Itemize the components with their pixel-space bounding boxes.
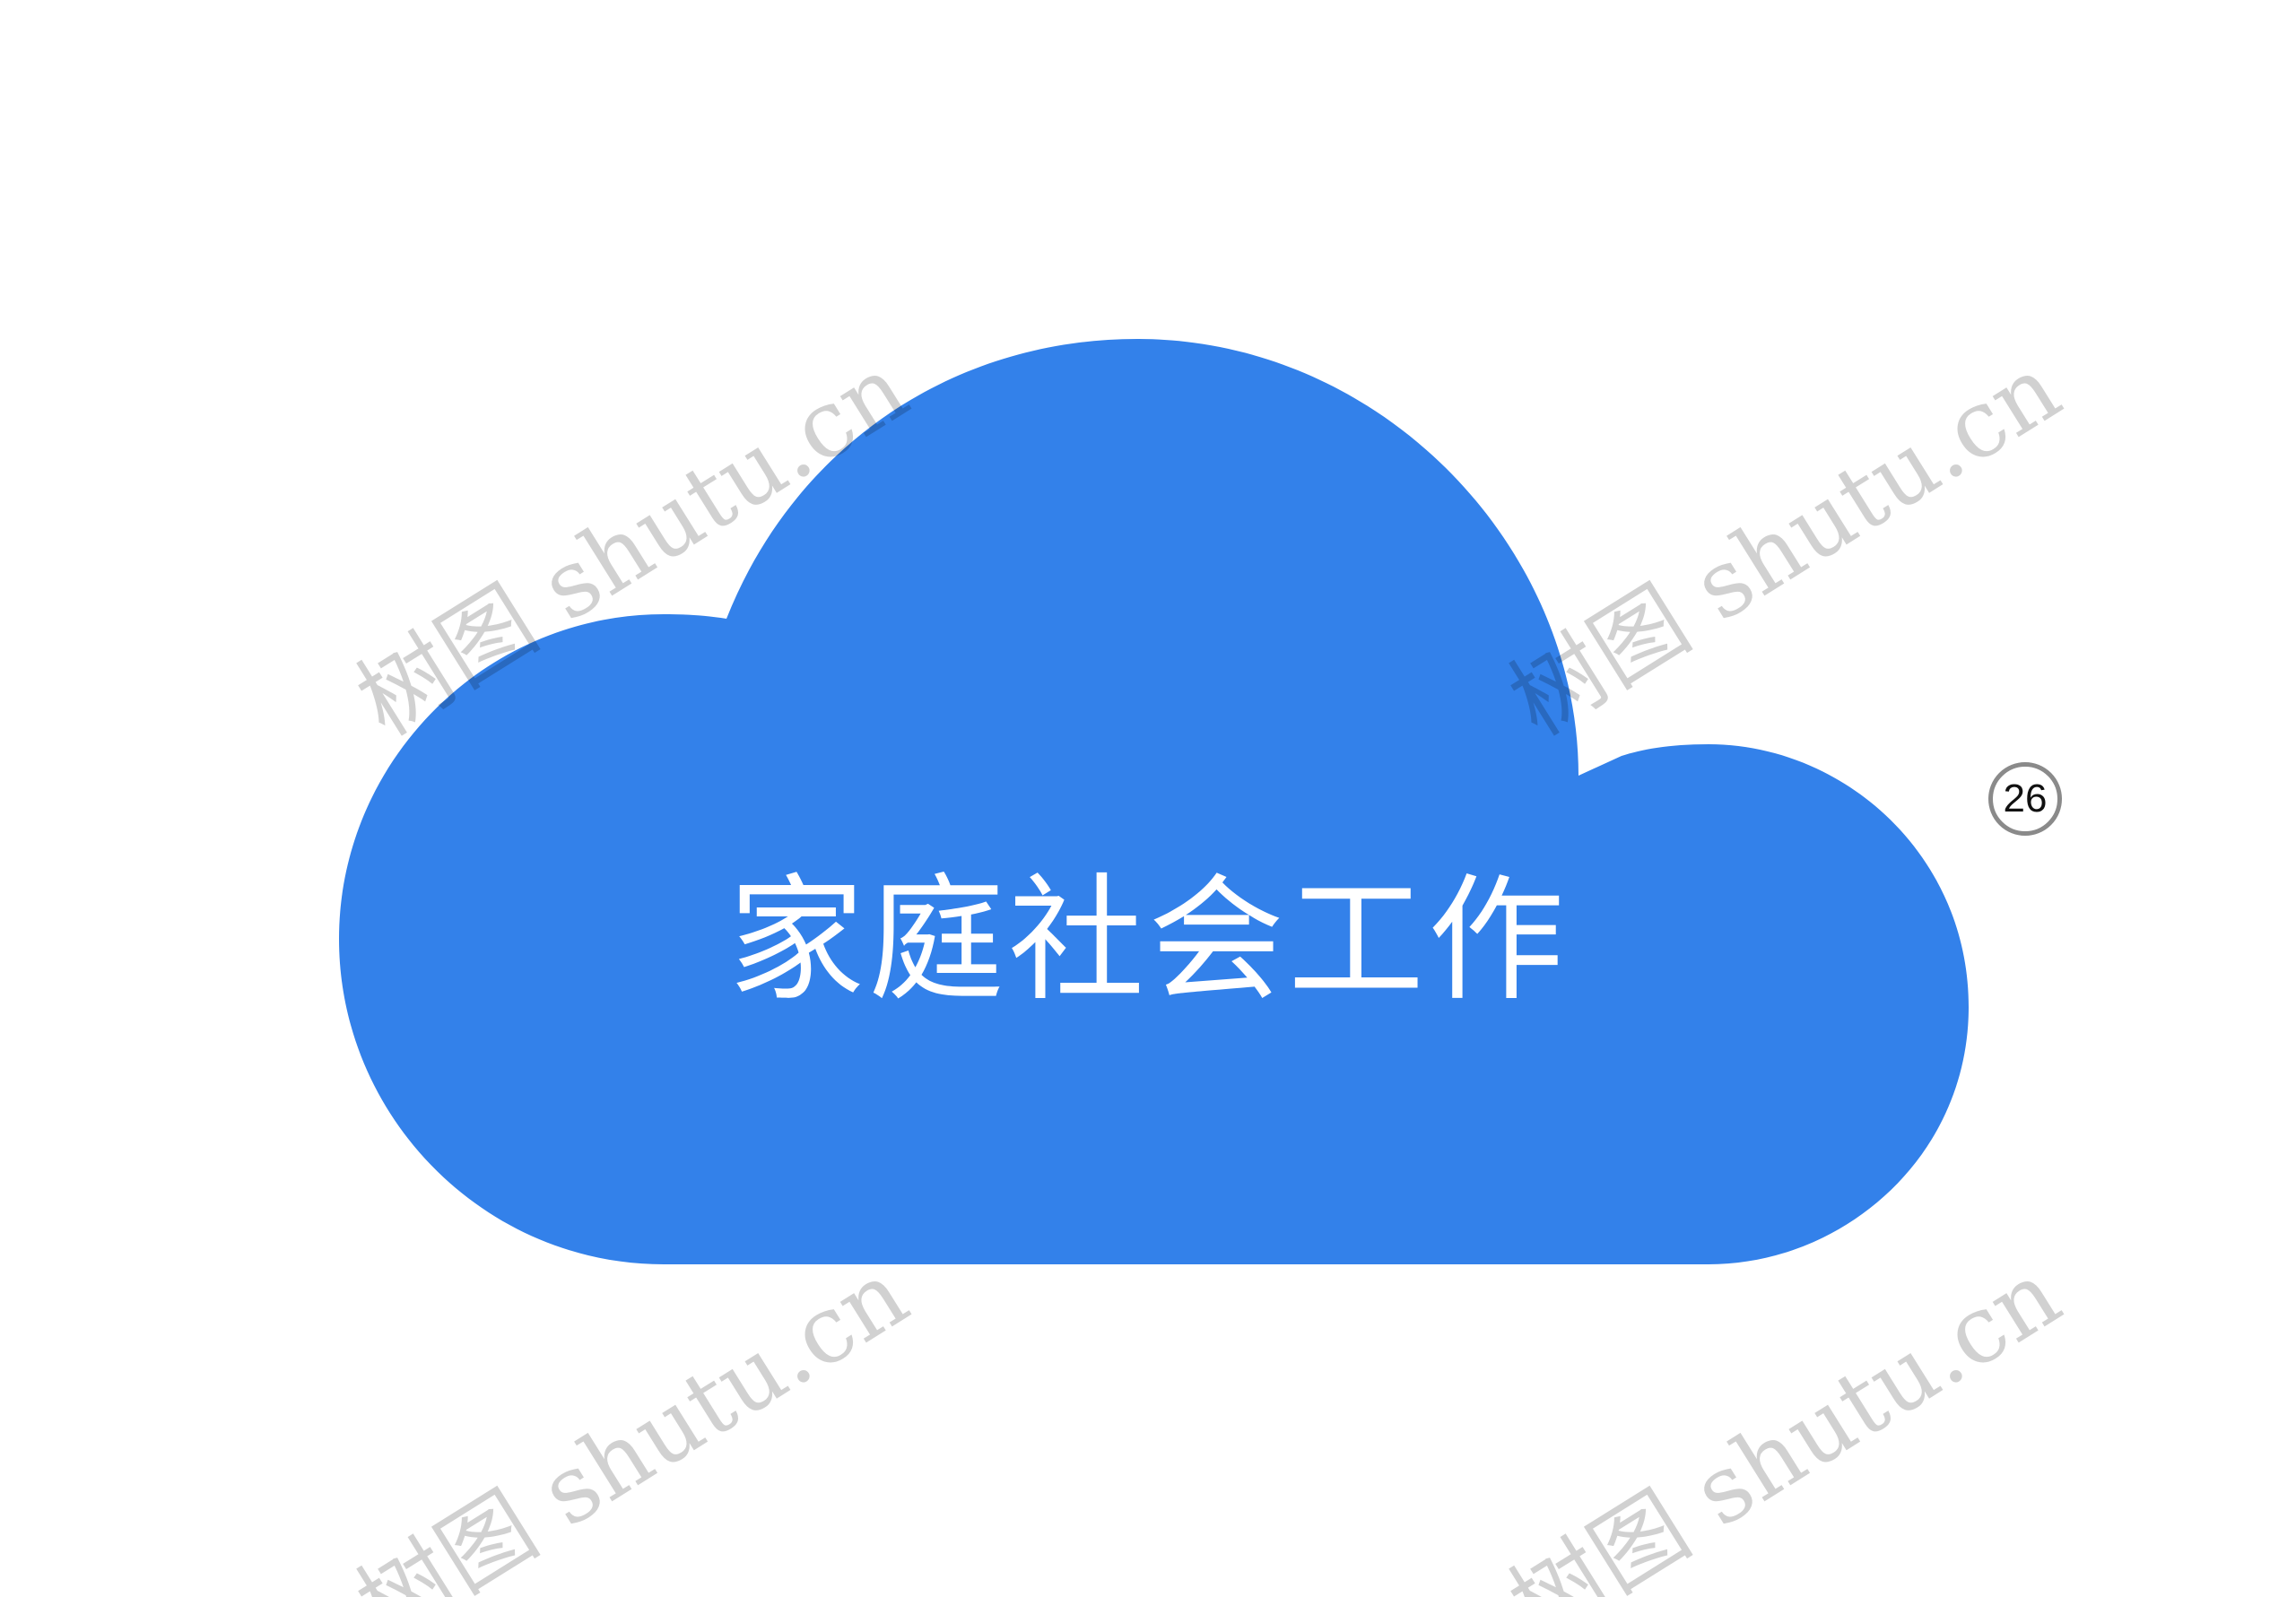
cloud-shape-path xyxy=(339,339,1969,1264)
badge-number: 26 xyxy=(2003,777,2048,820)
node-count-badge[interactable]: 26 xyxy=(1988,762,2062,836)
node-text[interactable]: 家庭社会工作 xyxy=(728,861,1568,1020)
